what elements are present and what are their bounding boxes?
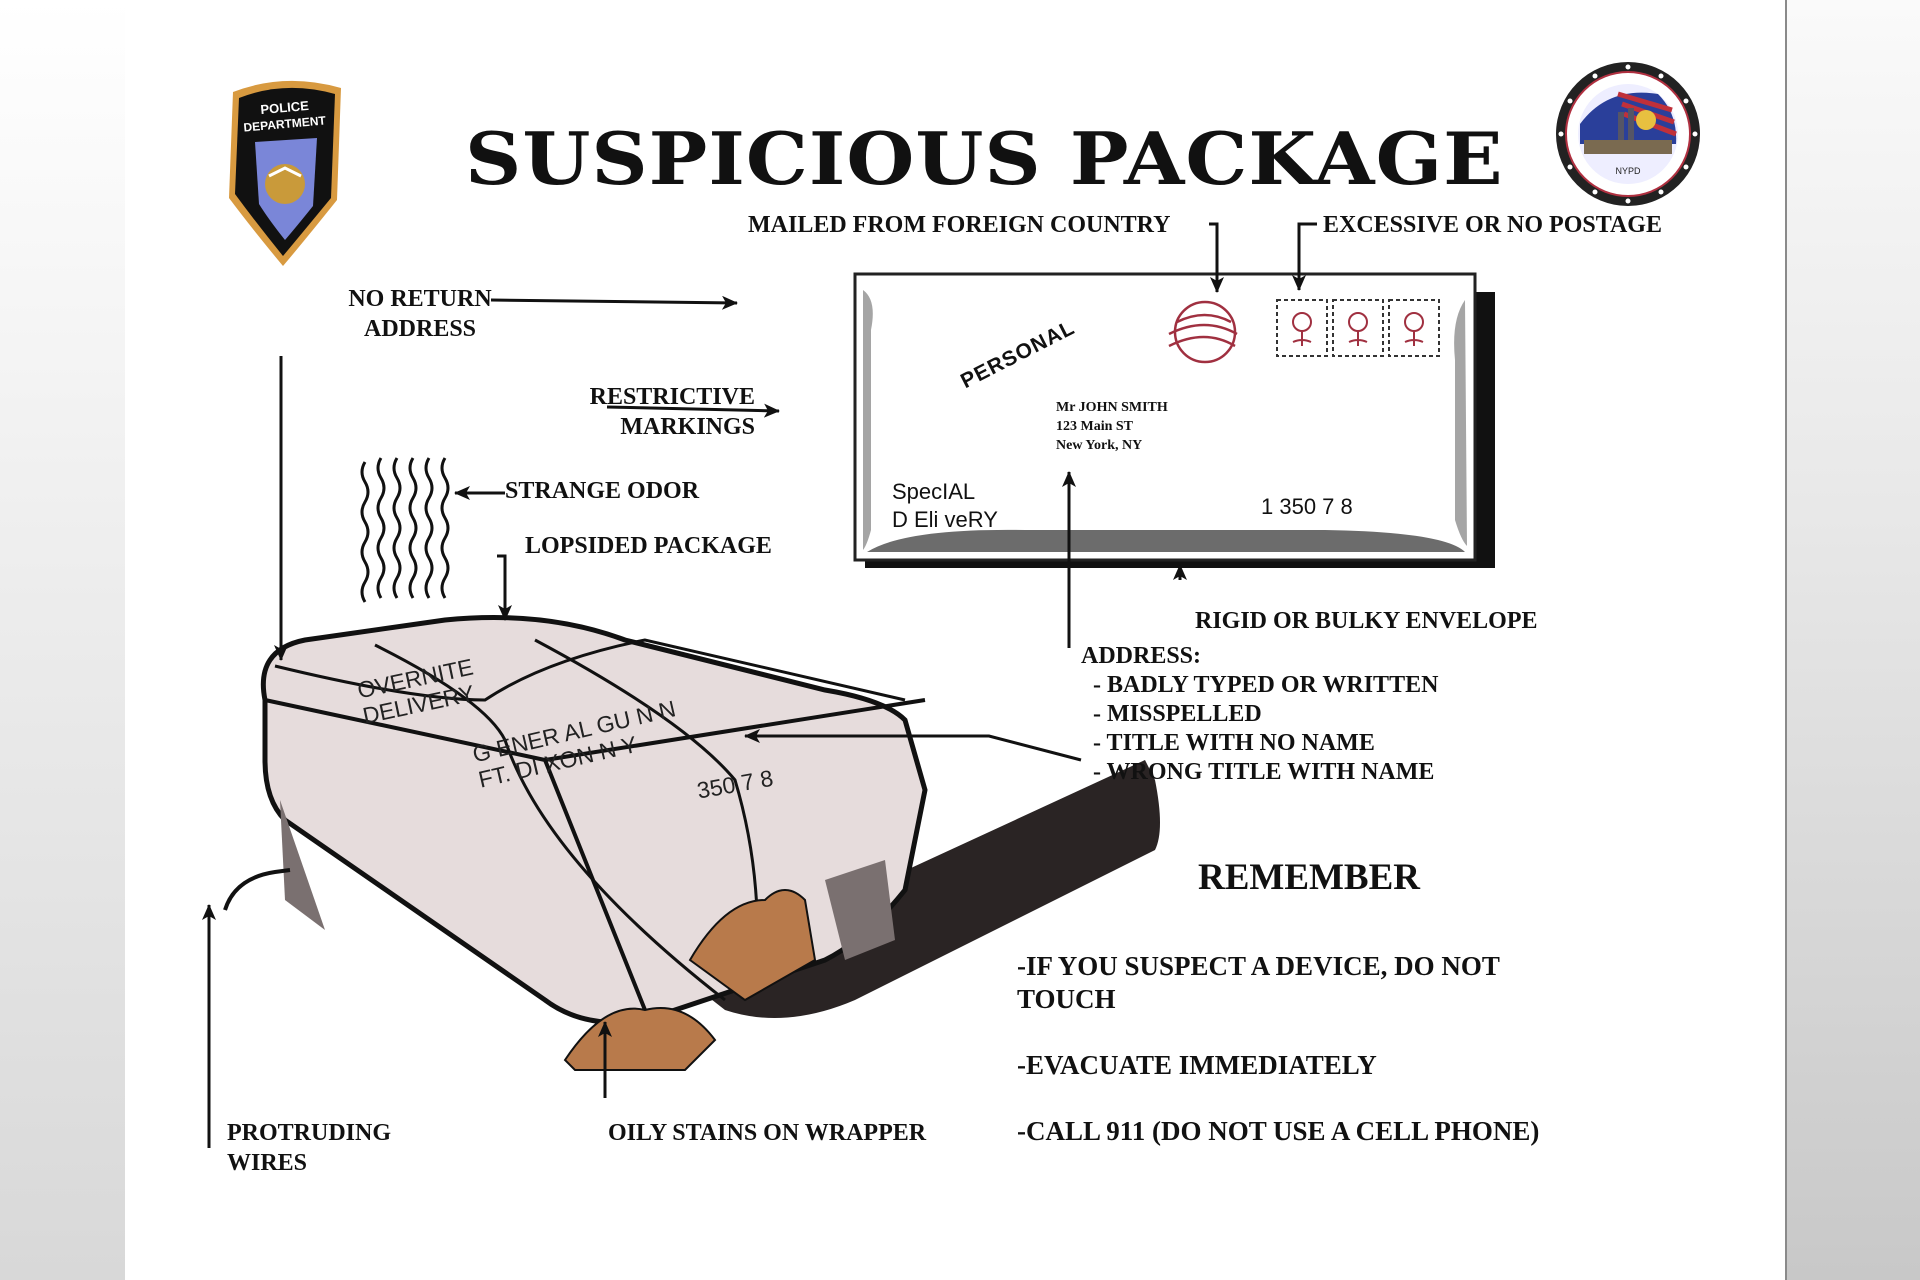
label-line: NO RETURN [348, 286, 492, 312]
recipient-line: New York, NY [1056, 438, 1143, 453]
label-protruding-wires: PROTRUDING WIRES [227, 1118, 391, 1178]
label-line: RESTRICTIVE [589, 384, 755, 410]
suspicious-package-poster: POLICE DEPARTMENT NYPD [125, 0, 1785, 1280]
tip-item: -IF YOU SUSPECT A DEVICE, DO NOT TOUCH [1017, 951, 1500, 1014]
address-issues-list: ADDRESS: - BADLY TYPED OR WRITTEN - MISS… [1081, 642, 1439, 787]
background-margin-right [1785, 0, 1920, 1280]
svg-text:NYPD: NYPD [1615, 166, 1641, 176]
special-line: SpecIAL [892, 479, 976, 504]
envelope-code: 1 350 7 8 [1261, 494, 1353, 519]
label-lopsided-package: LOPSIDED PACKAGE [525, 533, 772, 559]
protruding-wire [223, 868, 291, 911]
envelope-body [853, 272, 1477, 562]
address-issue-item: - BADLY TYPED OR WRITTEN [1093, 672, 1439, 698]
stamp-icon [1388, 299, 1440, 357]
callout-arrows [202, 222, 1317, 1148]
label-strange-odor: STRANGE ODOR [505, 478, 700, 504]
label-mailed-foreign-country: MAILED FROM FOREIGN COUNTRY [748, 212, 1171, 238]
label-restrictive-markings: RESTRICTIVE MARKINGS [555, 382, 755, 442]
address-issue-item: - MISSPELLED [1093, 701, 1262, 727]
poster-title: SUSPICIOUS PACKAGE [465, 118, 1504, 202]
remember-heading: REMEMBER [1198, 857, 1420, 898]
arrow-restrictive-markings [606, 403, 780, 418]
package-illustration [223, 457, 1160, 1071]
arrow-no-return-address [490, 295, 738, 310]
oily-stain [688, 889, 817, 1002]
tip-item: -EVACUATE IMMEDIATELY [1017, 1050, 1377, 1080]
poster-illustration: POLICE DEPARTMENT NYPD [202, 62, 1700, 1148]
stamp-icon [1332, 299, 1384, 357]
nypd-badge-icon: POLICE DEPARTMENT [229, 80, 341, 266]
label-line: PROTRUDING [227, 1120, 392, 1146]
arrow-package-address [744, 729, 1082, 762]
background-margin-left [0, 0, 125, 1280]
label-rigid-envelope: RIGID OR BULKY ENVELOPE [1195, 608, 1538, 634]
arrow-foreign-country [1209, 222, 1224, 293]
stamp-icon [1276, 299, 1328, 357]
address-issue-item: - WRONG TITLE WITH NAME [1093, 759, 1435, 785]
tip-item: -CALL 911 (DO NOT USE A CELL PHONE) [1017, 1116, 1540, 1146]
address-issue-item: - TITLE WITH NO NAME [1093, 730, 1375, 756]
remember-tips: -IF YOU SUSPECT A DEVICE, DO NOT TOUCH -… [1017, 950, 1577, 1181]
special-line: D Eli veRY [892, 507, 998, 532]
recipient-line: Mr JOHN SMITH [1056, 400, 1168, 415]
label-oily-stains: OILY STAINS ON WRAPPER [608, 1120, 927, 1146]
address-issues-heading: ADDRESS: [1081, 643, 1202, 669]
envelope-recipient-address: Mr JOHN SMITH 123 Main ST New York, NY [1056, 398, 1168, 455]
counter-terrorism-seal-icon: NYPD [1556, 62, 1700, 206]
envelope-special-delivery: SpecIAL D Eli veRY [892, 478, 998, 534]
label-excessive-postage: EXCESSIVE OR NO POSTAGE [1323, 212, 1662, 238]
postage-stamps [1276, 299, 1440, 357]
arrow-lopsided-package [497, 554, 512, 621]
label-line: ADDRESS [363, 316, 477, 342]
odor-waves-icon [360, 457, 450, 603]
label-line: MARKINGS [620, 414, 755, 440]
label-no-return-address: NO RETURN ADDRESS [315, 284, 525, 344]
svg-text:POLICE: POLICE [260, 98, 310, 117]
envelope-illustration [853, 272, 1495, 568]
arrow-excessive-postage [1292, 222, 1317, 291]
postmark-icon [1168, 300, 1238, 364]
recipient-line: 123 Main ST [1056, 419, 1134, 434]
label-line: WIRES [227, 1150, 308, 1176]
